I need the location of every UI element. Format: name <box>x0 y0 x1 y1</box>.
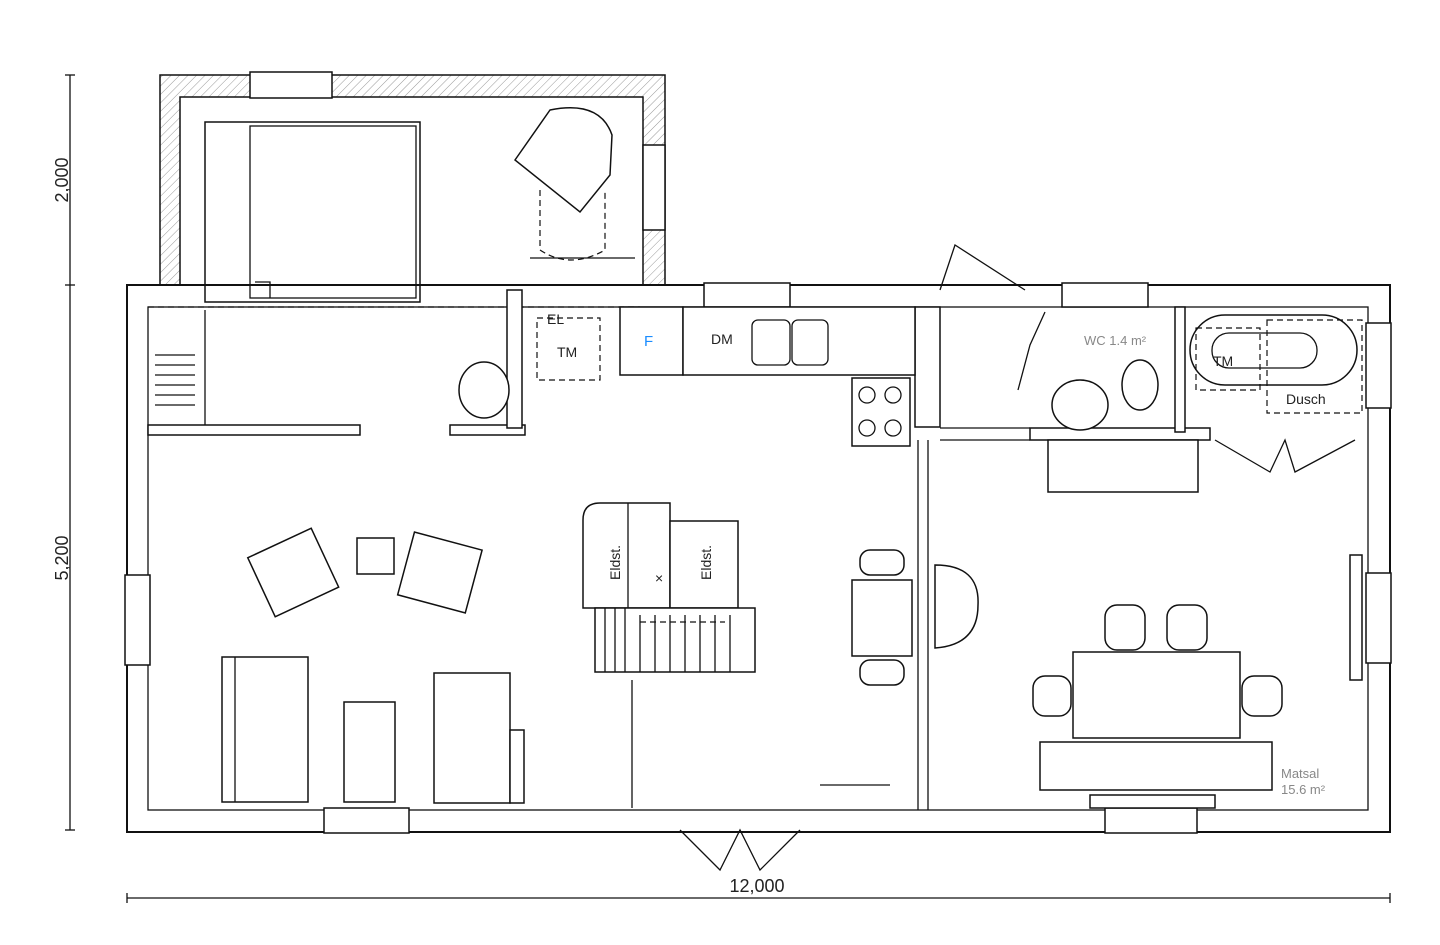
stove-right <box>669 520 739 609</box>
window <box>703 282 791 308</box>
shower-area <box>1266 319 1363 414</box>
label-tm: TM <box>557 344 577 360</box>
chair <box>1166 604 1208 651</box>
stove-left <box>582 502 671 609</box>
wc-washbasin <box>1051 379 1109 431</box>
fridge <box>619 306 684 376</box>
lounge-chair <box>433 672 511 804</box>
side-table <box>356 537 395 575</box>
radiator <box>1349 554 1363 681</box>
label-wc: WC 1.4 m² <box>1084 333 1147 348</box>
washing-machine <box>536 317 601 381</box>
sink <box>751 319 791 366</box>
chair <box>859 659 905 686</box>
door <box>939 244 1026 291</box>
window <box>1365 572 1392 664</box>
center-mark: × <box>655 570 663 586</box>
armchair <box>246 527 340 618</box>
stair-steps <box>155 310 206 425</box>
dimension-annex-height: 2,000 <box>52 157 72 202</box>
bench <box>934 564 979 649</box>
label-dining-name: Matsal <box>1281 766 1319 781</box>
living-room <box>221 527 525 804</box>
washbasin <box>458 361 510 419</box>
bath-door <box>1214 438 1356 473</box>
window <box>323 807 410 834</box>
dimension-total-width: 12,000 <box>729 876 784 896</box>
chair <box>1104 604 1146 651</box>
table <box>851 579 913 657</box>
chair <box>1032 675 1072 717</box>
dining-room <box>1032 554 1363 809</box>
chair <box>1241 675 1283 717</box>
sink <box>791 319 829 366</box>
label-stove-right: Eldst. <box>698 545 714 580</box>
bedroom-annex <box>159 71 666 303</box>
window <box>249 71 333 99</box>
bathtub <box>1189 314 1358 386</box>
label-el: EL <box>547 311 564 327</box>
window <box>642 144 666 231</box>
toilet <box>1121 359 1159 411</box>
interior-walls <box>147 289 1211 810</box>
chair <box>859 549 905 576</box>
sideboard <box>1039 741 1273 791</box>
stove <box>851 377 911 447</box>
label-stove-left: Eldst. <box>607 545 623 580</box>
washing-machine-bath <box>1195 327 1261 391</box>
double-bed <box>204 121 421 303</box>
window <box>1365 322 1392 409</box>
label-dishwasher: DM <box>711 331 733 347</box>
radiator <box>1089 794 1216 809</box>
window <box>1061 282 1149 308</box>
label-tm-bath: TM <box>1213 353 1233 369</box>
dining-table <box>1072 651 1241 739</box>
wc-cabinet <box>1047 439 1199 493</box>
window <box>124 574 151 666</box>
label-dining-area: 15.6 m² <box>1281 782 1326 797</box>
armchair <box>396 531 484 614</box>
sofa <box>221 656 309 803</box>
wc-door <box>1017 311 1046 391</box>
entrance-door <box>679 828 801 872</box>
kitchen-counter <box>682 306 916 376</box>
label-fridge: F <box>644 333 653 350</box>
dimension-vertical: 2,000 5,200 <box>52 74 75 831</box>
label-shower: Dusch <box>1286 391 1326 407</box>
dimension-horizontal: 12,000 <box>126 876 1391 903</box>
staircase <box>594 607 756 673</box>
kitchen-table-set <box>820 549 979 786</box>
coffee-table <box>343 701 396 803</box>
window <box>1104 807 1198 834</box>
dimension-main-height: 5,200 <box>52 535 72 580</box>
armchair <box>513 107 613 214</box>
doors <box>679 244 1356 872</box>
